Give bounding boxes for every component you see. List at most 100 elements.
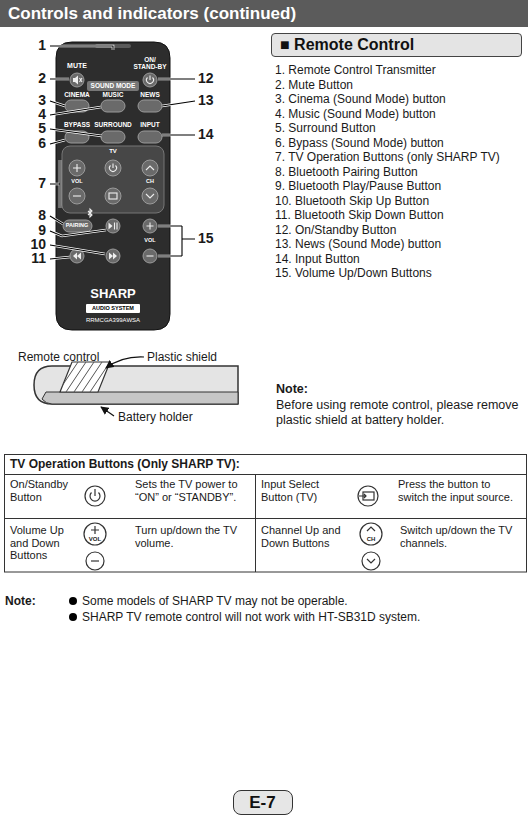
list-item: 6. Bypass (Sound Mode) button: [275, 136, 523, 150]
table-cell: On/Standby Button: [10, 478, 74, 503]
button-label: INPUT: [140, 122, 160, 129]
remote-button: [62, 73, 164, 313]
button-label: RRMCGA399AWSA: [86, 317, 140, 323]
remote-button: [106, 249, 120, 263]
button-label: VOL: [71, 179, 82, 185]
button-label: AUDIO SYSTEM: [92, 306, 134, 312]
note-heading: Note:: [5, 594, 55, 608]
remote-housing: [56, 42, 170, 330]
list-item: 3. Cinema (Sound Mode) button: [275, 92, 523, 106]
table-grid: [5, 455, 527, 573]
leader-line: [50, 46, 195, 259]
tv-button-icon: [91, 560, 99, 561]
callout-number: 4: [24, 106, 46, 122]
leader-line: [50, 46, 195, 259]
table-cell: Volume Up and Down Buttons: [10, 524, 74, 562]
remote-button: [105, 188, 121, 204]
callout-number: 13: [198, 92, 220, 108]
remote-button: [143, 249, 157, 263]
table-cell: Input Select Button (TV): [261, 478, 351, 503]
button-label: MUTE: [67, 62, 87, 69]
button-label: BYPASS: [64, 122, 90, 129]
button-label: SHARP: [90, 287, 136, 301]
remote-button: [101, 100, 125, 112]
leader-line: [50, 46, 195, 259]
page-title: Controls and indicators (continued): [8, 3, 296, 24]
remote-button: [70, 73, 84, 87]
battery-end-illustration: [42, 392, 238, 404]
leader-arrow: [106, 357, 144, 368]
list-item: 7. TV Operation Buttons (only SHARP TV): [275, 150, 523, 164]
remote-button: [142, 160, 158, 176]
section-heading: ■ Remote Control: [280, 35, 414, 55]
callout-number: 3: [24, 92, 46, 108]
button-label: VOL: [144, 238, 155, 244]
note-heading: Note:: [276, 382, 336, 397]
note-text: SHARP TV remote control will not work wi…: [82, 610, 522, 624]
list-item: 12. On/Standby Button: [275, 223, 523, 237]
figure-label: Plastic shield: [147, 350, 242, 364]
button-symbol: [73, 253, 81, 260]
list-item: 15. Volume Up/Down Buttons: [275, 266, 523, 280]
button-symbol: [146, 194, 154, 198]
title-band: [0, 0, 528, 27]
button-symbol: [73, 164, 81, 172]
callout-number: 15: [198, 230, 220, 246]
list-item: 14. Input Button: [275, 252, 523, 266]
remote-button: [62, 146, 164, 213]
button-symbol: [73, 195, 81, 196]
callout-number: 7: [24, 175, 46, 191]
button-symbol: [88, 209, 92, 217]
table-heading: TV Operation Buttons (Only SHARP TV):: [10, 457, 430, 471]
table-cell: Channel Up and Down Buttons: [261, 524, 353, 549]
button-symbol: [109, 223, 113, 230]
button-symbol: [109, 253, 117, 260]
tv-button-icon: [91, 526, 99, 534]
remote-button: [69, 188, 85, 204]
callout-number: 11: [24, 250, 46, 266]
list-item: 4. Music (Sound Mode) button: [275, 107, 523, 121]
note-text: Some models of SHARP TV may not be opera…: [82, 594, 522, 608]
leader-arrow: [101, 357, 144, 416]
table-cell: Switch up/down the TV channels.: [400, 524, 524, 549]
list-item: 2. Mute Button: [275, 78, 523, 92]
list-item: 5. Surround Button: [275, 121, 523, 135]
remote-button: [105, 160, 121, 176]
tv-button-icon: [86, 552, 104, 570]
remote-button: [106, 219, 120, 233]
tv-button-icon: [85, 486, 105, 506]
table-cell: Turn up/down the TV volume.: [135, 524, 251, 549]
button-label: ON/ STAND-BY: [133, 57, 167, 71]
button-symbol: [147, 255, 154, 256]
callout-number: 6: [24, 135, 46, 151]
callout-number: 8: [24, 207, 46, 223]
button-symbol: [109, 193, 117, 199]
remote-button: [86, 304, 140, 313]
button-label: CINEMA: [64, 92, 90, 99]
list-item: 1. Remote Control Transmitter: [275, 63, 523, 77]
tv-button-icon: [359, 494, 366, 498]
remote-button: [101, 131, 125, 143]
remote-control-body: MUTEON/ STAND-BYSOUND MODECINEMAMUSICNEW…: [56, 42, 170, 330]
leader-line: [50, 46, 195, 259]
remote-button: [142, 188, 158, 204]
tv-button-icon: [367, 527, 375, 531]
button-label: CH: [146, 179, 154, 185]
button-label: PAIRING: [66, 223, 89, 229]
list-item: 10. Bluetooth Skip Up Button: [275, 194, 523, 208]
list-item: 13. News (Sound Mode) button: [275, 237, 523, 251]
remote-button: [138, 131, 162, 143]
button-symbol: [147, 223, 154, 230]
callout-number: 2: [24, 70, 46, 86]
list-item: 11. Bluetooth Skip Down Button: [275, 208, 523, 222]
note-text: Before using remote control, please remo…: [276, 398, 522, 428]
bullet: [69, 613, 77, 621]
table-grid: [4, 474, 527, 572]
page-number-box: E-7: [233, 790, 293, 815]
bullet: [69, 597, 77, 621]
tv-button-icon: [367, 559, 375, 563]
remote-button: [87, 81, 139, 91]
icon-label: VOL: [80, 536, 110, 543]
list-item: 9. Bluetooth Play/Pause Button: [275, 179, 523, 193]
